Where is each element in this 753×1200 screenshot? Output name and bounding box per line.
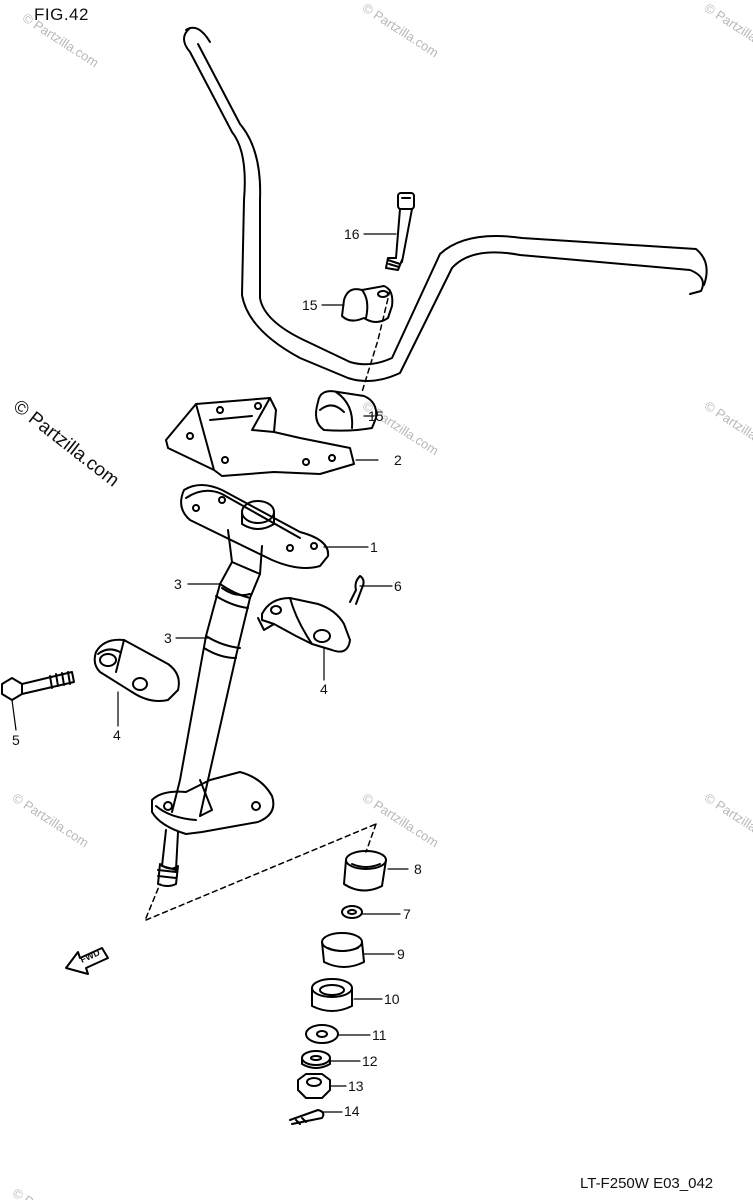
assembly-line: [145, 883, 161, 919]
steering-shaft-upper-plate: [180, 484, 330, 575]
callout-9: 9: [397, 946, 405, 962]
callout-15-lower: 15: [368, 408, 384, 424]
assembly-line: [361, 289, 391, 393]
callout-3-lower: 3: [164, 630, 172, 646]
leader-lines: [11, 233, 409, 1113]
handlebar-bracket: [165, 397, 355, 477]
callout-14: 14: [344, 1103, 360, 1119]
figure-code: LT-F250W E03_042: [580, 1175, 714, 1192]
assembly-line: [365, 823, 377, 853]
callout-2: 2: [394, 452, 402, 468]
assembly-line: [145, 823, 377, 921]
shaft-holder-right: [257, 597, 351, 653]
callout-1: 1: [370, 539, 378, 555]
oil-seal: [311, 978, 353, 1012]
handlebar-clamp-bolt: [385, 192, 415, 271]
upper-handlebar-clamp: [341, 285, 394, 323]
cotter-pin-upper: [349, 575, 365, 605]
lower-handlebar-clamp: [315, 390, 378, 432]
cotter-pin-lower: [289, 1109, 325, 1125]
callout-10: 10: [384, 991, 400, 1007]
washer-thick: [301, 1050, 331, 1069]
castle-nut: [297, 1073, 331, 1099]
callout-6: 6: [394, 578, 402, 594]
washer-small: [341, 905, 363, 919]
callout-4-right: 4: [320, 681, 328, 697]
figure-title: FIG.42: [34, 5, 89, 24]
holder-bolt: [1, 671, 75, 701]
handlebar: [183, 26, 708, 383]
callout-7: 7: [403, 906, 411, 922]
callout-16: 16: [344, 226, 360, 242]
washer: [305, 1024, 339, 1044]
callout-8: 8: [414, 861, 422, 877]
callout-15-upper: 15: [302, 297, 318, 313]
callout-13: 13: [348, 1078, 364, 1094]
callout-5: 5: [12, 732, 20, 748]
bushing: [343, 850, 387, 892]
shaft-holder-left: [93, 638, 180, 702]
callout-3-upper: 3: [174, 576, 182, 592]
forward-arrow-icon: [65, 947, 109, 975]
callout-12: 12: [362, 1053, 378, 1069]
callout-4-left: 4: [113, 727, 121, 743]
callout-11: 11: [372, 1027, 387, 1043]
steering-shaft-lower-plate: [151, 771, 275, 887]
bushing-lower: [321, 932, 365, 968]
